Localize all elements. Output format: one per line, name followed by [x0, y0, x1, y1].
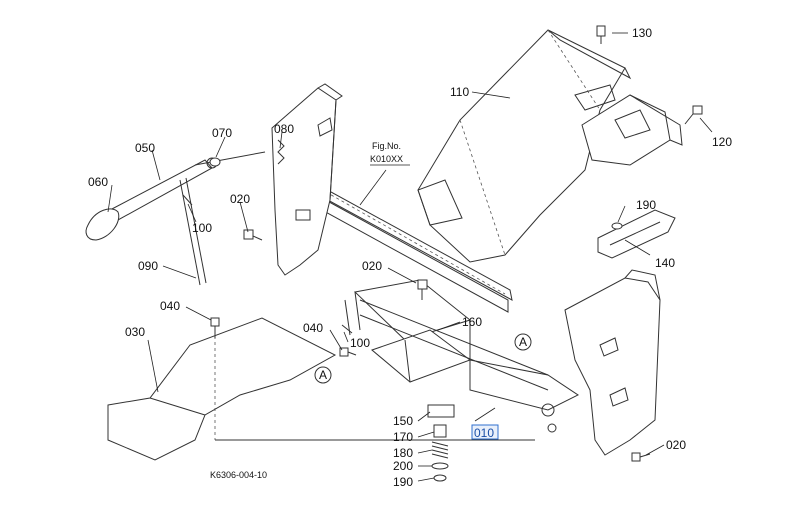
part-label-020-bottom: 020 — [666, 438, 686, 452]
fig-no-label: Fig.No. — [372, 141, 401, 151]
bolt-040-mid[interactable] — [339, 347, 357, 357]
bolt-020-center[interactable] — [417, 279, 428, 300]
svg-text:010: 010 — [474, 426, 494, 440]
bracket-assembly[interactable] — [344, 279, 472, 383]
part-label-040-left: 040 — [160, 299, 180, 313]
cover-plate[interactable] — [107, 317, 535, 461]
part-label-180: 180 — [393, 446, 413, 460]
part-labels: 130 110 120 190 140 050 060 070 080 020 … — [88, 26, 732, 489]
part-label-160: 160 — [462, 315, 482, 329]
part-label-100-mid: 100 — [350, 336, 370, 350]
part-label-200: 200 — [393, 459, 413, 473]
mounting-plate[interactable] — [597, 209, 676, 259]
part-label-190-bottom: 190 — [393, 475, 413, 489]
washer-070[interactable] — [209, 157, 221, 167]
pin-100-left[interactable] — [182, 194, 193, 206]
lever-assembly[interactable] — [85, 151, 266, 286]
part-label-140: 140 — [655, 256, 675, 270]
part-label-090: 090 — [138, 259, 158, 273]
part-label-050: 050 — [135, 141, 155, 155]
part-label-190-top: 190 — [636, 198, 656, 212]
washer-190-top[interactable] — [611, 222, 623, 230]
part-label-020-left: 020 — [230, 192, 250, 206]
chute-assembly[interactable] — [417, 29, 683, 263]
part-label-110: 110 — [450, 85, 469, 99]
part-label-010-highlighted[interactable]: 010 — [471, 424, 499, 440]
part-label-170: 170 — [393, 430, 413, 444]
part-label-120: 120 — [712, 135, 732, 149]
part-label-040-mid: 040 — [303, 321, 323, 335]
left-frame-plate[interactable] — [271, 83, 343, 276]
figure-number: Fig.No. K010XX — [370, 141, 410, 166]
ref-mark-a-right: A — [514, 333, 532, 351]
fig-no-value: K010XX — [370, 154, 403, 164]
bolt-040-left[interactable] — [210, 317, 220, 338]
part-label-130: 130 — [632, 26, 652, 40]
part-label-030: 030 — [125, 325, 145, 339]
part-label-080: 080 — [274, 122, 294, 136]
bolt-120[interactable] — [684, 105, 703, 125]
leader-lines — [107, 32, 713, 482]
auger-tube[interactable] — [359, 299, 579, 433]
svg-text:A: A — [519, 335, 527, 349]
pin-100-mid[interactable] — [341, 324, 353, 334]
part-label-060: 060 — [88, 175, 108, 189]
part-label-100-left: 100 — [192, 221, 212, 235]
bolt-020-left[interactable] — [243, 229, 263, 241]
part-label-150: 150 — [393, 414, 413, 428]
ref-mark-a-left: A — [314, 366, 332, 384]
svg-text:A: A — [319, 368, 327, 382]
bolt-130[interactable] — [596, 25, 606, 44]
part-label-070: 070 — [212, 126, 232, 140]
part-label-020-center: 020 — [362, 259, 382, 273]
spring-stack[interactable] — [427, 404, 455, 482]
right-frame-plate[interactable] — [564, 269, 661, 456]
bolt-020-bottom[interactable] — [631, 452, 651, 462]
spring-080[interactable] — [277, 139, 285, 165]
drawing-code: K6306-004-10 — [210, 470, 267, 480]
